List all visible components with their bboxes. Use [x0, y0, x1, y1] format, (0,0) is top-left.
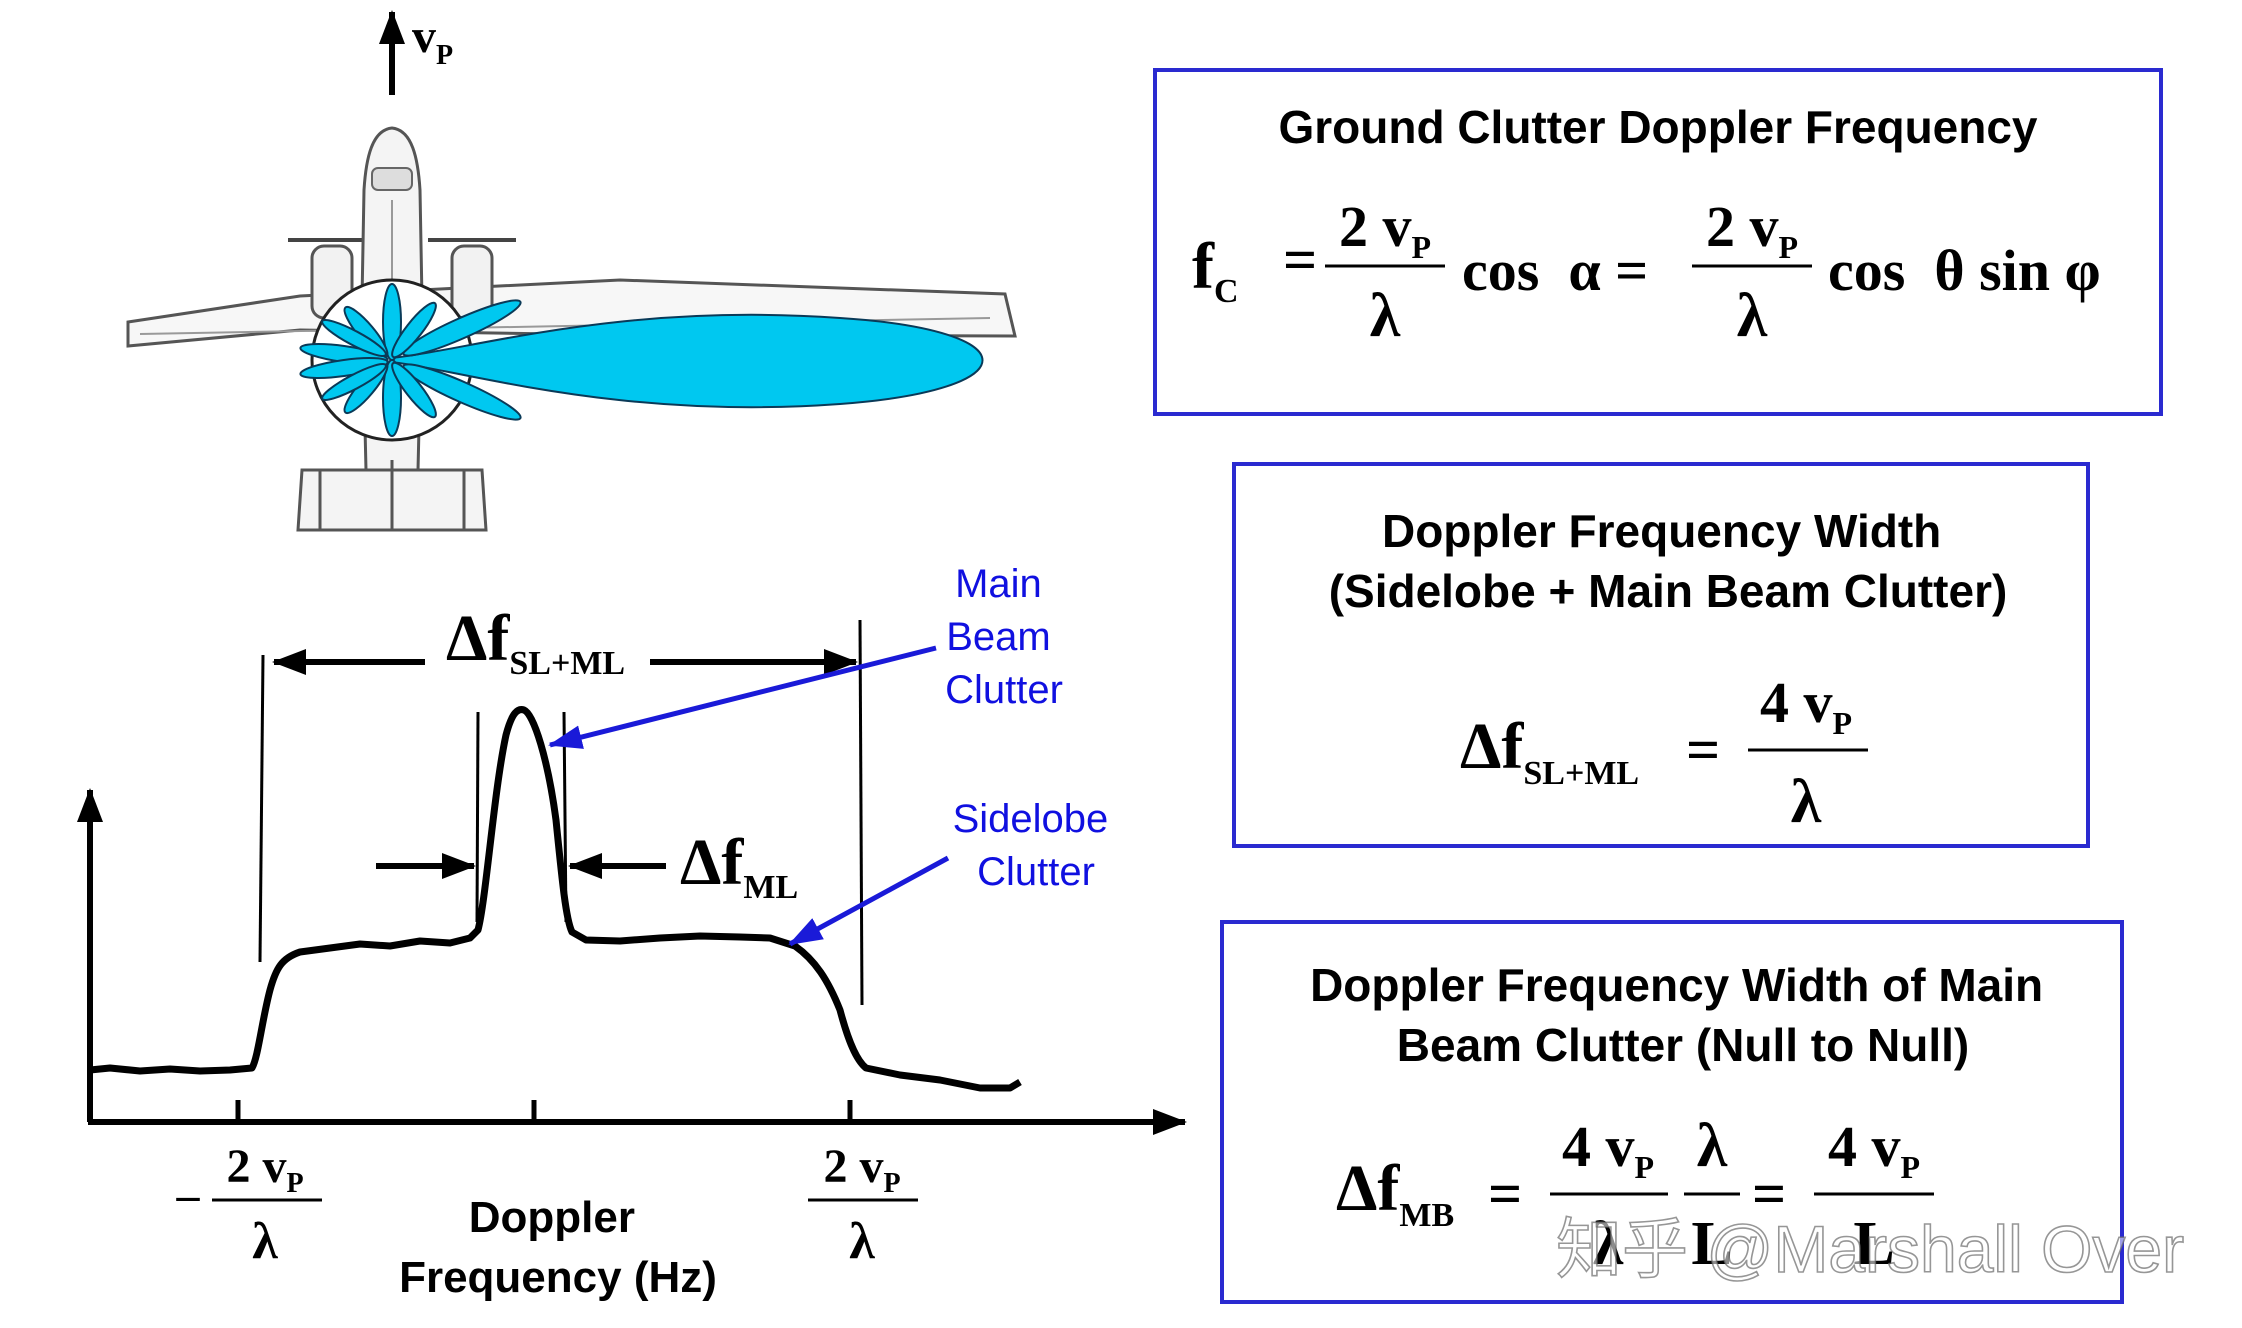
svg-text:λ: λ: [849, 1213, 875, 1270]
main-beam-width-formula-box: Doppler Frequency Width of Main Beam Clu…: [1220, 920, 2124, 1304]
watermark: 知乎 @Marshall Over: [1556, 1212, 2184, 1286]
box1-frac1-num: 2 vP: [1339, 194, 1431, 265]
box1-frac2-num: 2 vP: [1706, 194, 1798, 265]
box3-lhs: ΔfMB: [1336, 1152, 1454, 1234]
antenna-pattern: [299, 283, 984, 437]
x-axis-title: Doppler Frequency (Hz): [399, 1193, 717, 1302]
box3-frac1-num: 4 vP: [1562, 1114, 1654, 1185]
ground-clutter-formula-box: Ground Clutter Doppler Frequency fC = 2 …: [1153, 68, 2163, 416]
delta-f-ml-label: ΔfML: [680, 826, 798, 906]
box1-frac2-den: λ: [1737, 282, 1768, 350]
svg-text:2 vP: 2 vP: [226, 1140, 303, 1199]
doppler-width-formula-box: Doppler Frequency Width (Sidelobe + Main…: [1232, 462, 2090, 848]
sidelobe-pointer: [788, 855, 950, 947]
box3-equals: =: [1488, 1161, 1522, 1227]
box1-term2: cos θ sin φ: [1828, 238, 2101, 303]
box2-lhs: ΔfSL+ML: [1460, 710, 1639, 792]
box2-title: Doppler Frequency Width (Sidelobe + Main…: [1329, 505, 2008, 617]
sidelobe-clutter-label: Sidelobe Clutter: [953, 797, 1120, 894]
box3-equals-2: =: [1752, 1161, 1786, 1227]
box1-lhs: fC: [1192, 230, 1239, 310]
box1-term1: cos α =: [1462, 238, 1648, 303]
svg-text:λ: λ: [252, 1213, 278, 1270]
tick-label-right: 2 vP λ: [808, 1140, 918, 1270]
box3-frac3-den: L: [1853, 1210, 1894, 1278]
aircraft-illustration: vP: [126, 10, 1017, 532]
box3-frac2-num: λ: [1697, 1112, 1728, 1180]
svg-text:–: –: [176, 1169, 201, 1220]
box2-frac-num: 4 vP: [1760, 670, 1852, 741]
box3-frac1-den: λ: [1593, 1210, 1624, 1278]
spectrum-curve: [89, 706, 1022, 1092]
box1-title: Ground Clutter Doppler Frequency: [1278, 101, 2037, 153]
main-beam-pointer: [548, 645, 937, 749]
box1-equals: =: [1283, 227, 1317, 293]
box2-frac-den: λ: [1791, 768, 1822, 836]
svg-text:2 vP: 2 vP: [823, 1140, 900, 1199]
box2-equals: =: [1686, 717, 1720, 783]
tick-label-left: – 2 vP λ: [176, 1140, 322, 1270]
box3-title: Doppler Frequency Width of Main Beam Clu…: [1310, 959, 2056, 1071]
velocity-label: vP: [412, 10, 453, 71]
box1-frac1-den: λ: [1370, 282, 1401, 350]
clutter-spectrum-plot: ΔfSL+ML ΔfML Main Beam Clutter Sidelobe …: [77, 562, 1187, 1302]
main-beam-clutter-label: Main Beam Clutter: [945, 562, 1063, 712]
delta-f-sl-ml-label: ΔfSL+ML: [446, 602, 625, 682]
box3-frac2-den: L: [1691, 1210, 1732, 1278]
box3-frac3-num: 4 vP: [1828, 1114, 1920, 1185]
